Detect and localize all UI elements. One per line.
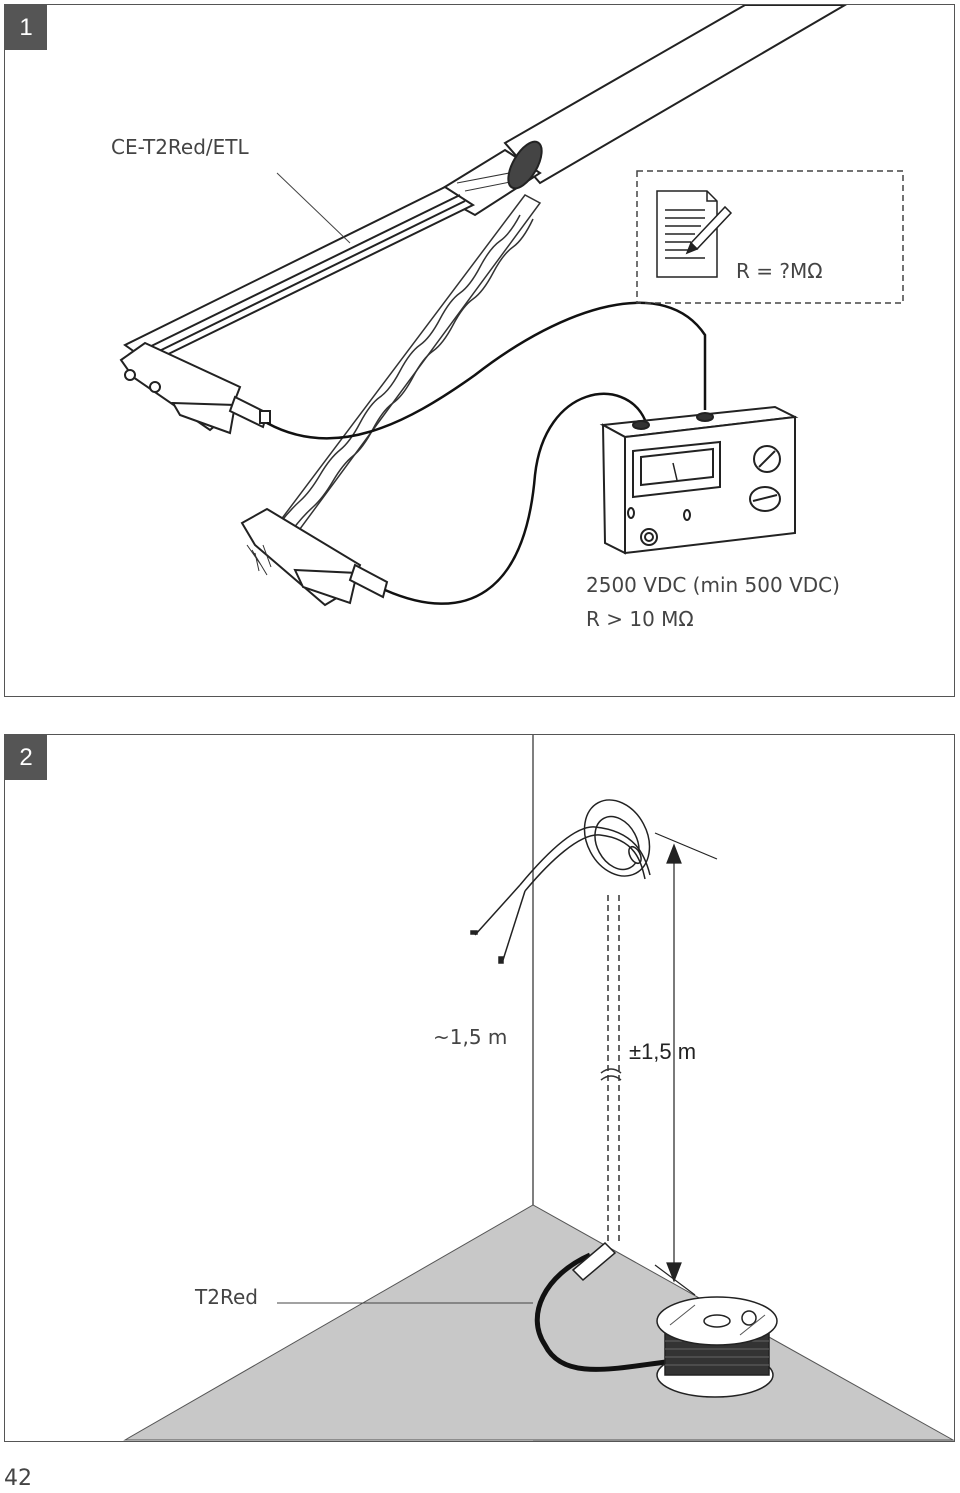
height-label-left: ~1,5 m [433, 1025, 508, 1049]
cold-lead-cable [470, 826, 651, 964]
t2red-cable-label: T2Red [195, 1285, 258, 1309]
insulation-test-illustration [119, 5, 904, 607]
height-dimension [654, 832, 718, 1296]
cable-label-leader [276, 172, 351, 244]
figure-1-panel: 1 [4, 4, 955, 697]
cable-label: CE-T2Red/ETL [111, 135, 249, 159]
figure-2-panel: 2 [4, 734, 955, 1442]
resistance-record-label: R = ?MΩ [736, 259, 823, 283]
test-leads [266, 301, 707, 605]
resistance-requirement-label: R > 10 MΩ [586, 607, 694, 631]
lower-alligator-clip [240, 507, 389, 607]
figure-number-badge: 1 [5, 5, 47, 50]
cable-sleeve-end [571, 1241, 617, 1282]
test-voltage-label: 2500 VDC (min 500 VDC) [586, 573, 840, 597]
document-pen-icon [656, 190, 733, 278]
break-mark [600, 1068, 622, 1081]
record-box [636, 170, 904, 304]
cable-sleeve [433, 5, 847, 217]
height-label-right: ±1,5 m [629, 1039, 697, 1064]
page-number: 42 [4, 1466, 32, 1491]
electrical-box [583, 799, 651, 877]
figure-number-badge: 2 [5, 735, 47, 780]
insulation-tester [599, 405, 799, 555]
upper-alligator-clip [119, 341, 271, 435]
braid-shield [275, 194, 542, 534]
heating-cable-floor [534, 1252, 686, 1372]
installation-illustration [123, 735, 954, 1441]
cable-spool [656, 1296, 778, 1398]
